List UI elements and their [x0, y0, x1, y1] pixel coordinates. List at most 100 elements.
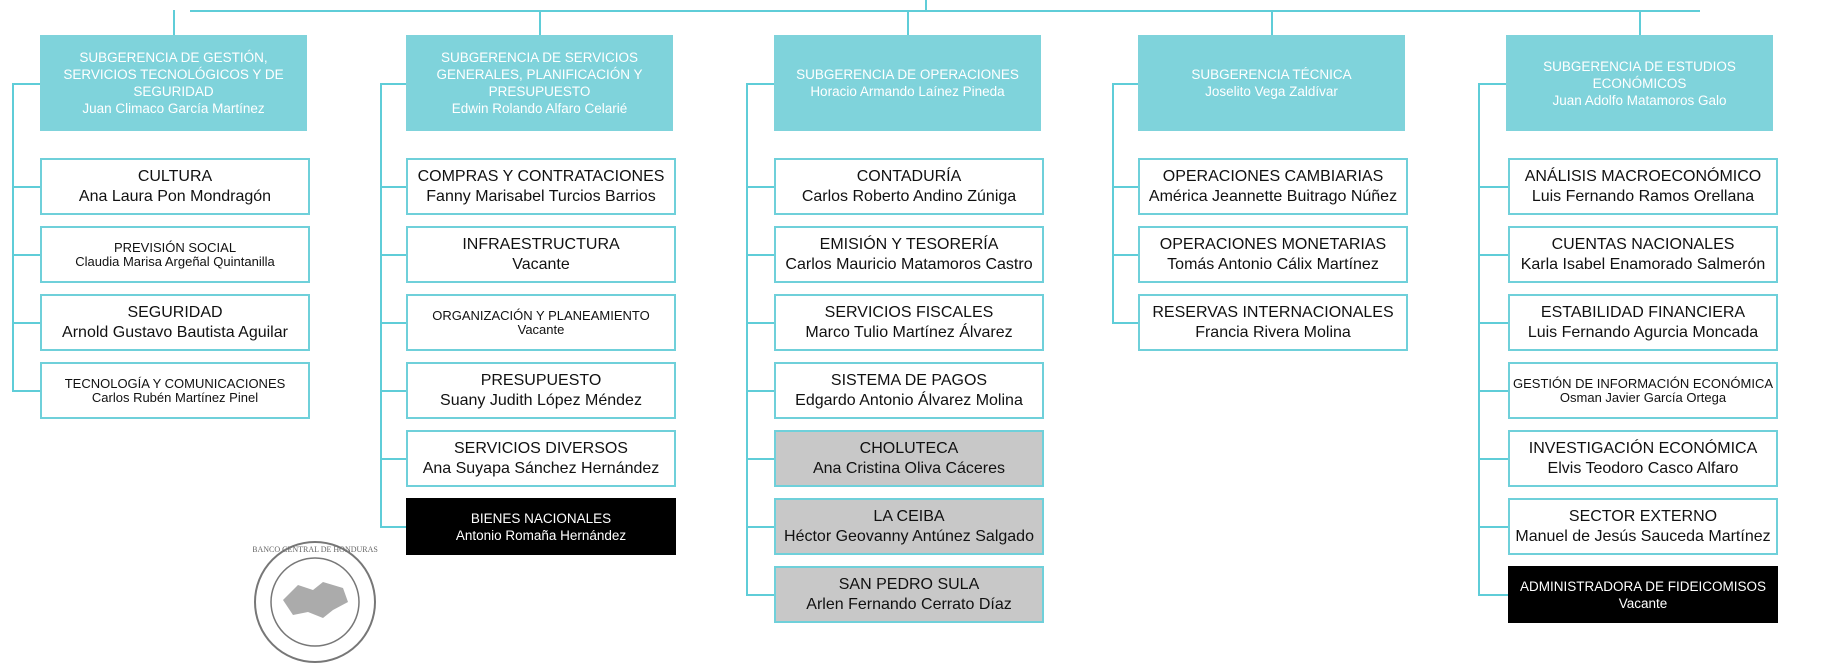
unit-title: SEGURIDAD: [127, 303, 223, 321]
unit-title: ADMINISTRADORA DE FIDEICOMISOS: [1519, 578, 1767, 594]
unit-title: ESTABILIDAD FINANCIERA: [1540, 303, 1746, 321]
unit-connector: [746, 321, 774, 324]
header-branch-connector: [1478, 83, 1506, 85]
unit-connector: [746, 253, 774, 256]
unit-connector: [746, 525, 774, 528]
unit-person: Francia Rivera Molina: [1195, 323, 1351, 341]
unit-connector: [1112, 253, 1138, 256]
unit-connector: [1478, 457, 1508, 460]
subgerencia-header[interactable]: SUBGERENCIA DE GESTIÓN, SERVICIOS TECNOL…: [40, 35, 307, 131]
unit-connector: [380, 457, 406, 460]
unit-box[interactable]: ANÁLISIS MACROECONÓMICO Luis Fernando Ram…: [1508, 158, 1778, 215]
subgerencia-head-name: Juan Adolfo Matamoros Galo: [1552, 92, 1727, 108]
unit-person: Ana Suyapa Sánchez Hernández: [422, 459, 660, 477]
unit-person: Arlen Fernando Cerrato Díaz: [806, 595, 1012, 613]
unit-title: INVESTIGACIÓN ECONÓMICA: [1528, 439, 1758, 457]
unit-person: Carlos Rubén Martínez Pinel: [91, 389, 259, 405]
unit-connector: [746, 457, 774, 460]
unit-box[interactable]: CUENTAS NACIONALES Karla Isabel Enamorado…: [1508, 226, 1778, 283]
subgerencia-head-name: Juan Climaco García Martínez: [82, 101, 265, 116]
unit-person: Marco Tulio Martínez Álvarez: [805, 323, 1013, 341]
unit-person: Karla Isabel Enamorado Salmerón: [1520, 255, 1766, 273]
subgerencia-title: SUBGERENCIA DE GESTIÓN, SERVICIOS TECNOL…: [63, 50, 284, 99]
unit-title: LA CEIBA: [873, 507, 945, 525]
unit-title: SERVICIOS DIVERSOS: [454, 439, 628, 457]
unit-person: Antonio Romaña Hernández: [455, 527, 627, 543]
unit-box[interactable]: OPERACIONES MONETARIAS Tomás Antonio Cáli…: [1138, 226, 1408, 283]
honduras-map-seal-icon: BANCO CENTRAL DE HONDURAS: [253, 541, 378, 663]
unit-title: ANÁLISIS MACROECONÓMICO: [1524, 167, 1762, 185]
unit-person: Vacante: [517, 321, 565, 337]
header-drop-connector: [906, 10, 909, 36]
unit-connector: [746, 593, 774, 596]
unit-person: Vacante: [1618, 595, 1668, 611]
unit-person: Elvis Teodoro Casco Alfaro: [1547, 459, 1739, 477]
unit-title: CUENTAS NACIONALES: [1551, 235, 1735, 253]
unit-title: TECNOLOGÍA Y COMUNICACIONES: [64, 375, 286, 391]
unit-connector: [12, 253, 40, 256]
subgerencia-title: SUBGERENCIA TÉCNICA: [1191, 67, 1352, 82]
subgerencia-header[interactable]: SUBGERENCIA TÉCNICA Joselito Vega Zaldíva…: [1138, 35, 1405, 131]
top-connector-stem: [925, 0, 927, 12]
unit-person: Suany Judith López Méndez: [440, 391, 642, 409]
unit-title: CONTADURÍA: [856, 167, 962, 185]
unit-connector: [1478, 321, 1508, 324]
unit-person: Fanny Marisabel Turcios Barrios: [426, 187, 656, 205]
unit-title: OPERACIONES MONETARIAS: [1159, 235, 1387, 253]
unit-title: SAN PEDRO SULA: [838, 575, 980, 593]
subgerencia-header[interactable]: SUBGERENCIA DE SERVICIOS GENERALES, PLAN…: [406, 35, 673, 131]
header-drop-connector: [1270, 10, 1273, 36]
unit-person: Vacante: [512, 255, 570, 273]
unit-person: Carlos Roberto Andino Zúniga: [801, 187, 1017, 205]
unit-connector: [1478, 593, 1508, 596]
unit-connector: [380, 389, 406, 392]
unit-connector: [1478, 525, 1508, 528]
unit-connector: [380, 321, 406, 324]
unit-person: Luis Fernando Ramos Orellana: [1531, 187, 1755, 205]
unit-box[interactable]: SAN PEDRO SULA Arlen Fernando Cerrato Día…: [774, 566, 1044, 623]
header-drop-connector: [172, 10, 175, 36]
unit-connector: [1112, 185, 1138, 188]
unit-box[interactable]: SERVICIOS DIVERSOS Ana Suyapa Sánchez Her…: [406, 430, 676, 487]
unit-person: Tomás Antonio Cálix Martínez: [1167, 255, 1379, 273]
header-branch-connector: [12, 83, 40, 85]
subgerencia-head-name: Joselito Vega Zaldívar: [1205, 84, 1338, 99]
unit-connector: [12, 321, 40, 324]
unit-connector: [1478, 253, 1508, 256]
header-branch-connector: [380, 83, 406, 85]
unit-title: CHOLUTECA: [859, 439, 959, 457]
unit-box[interactable]: CONTADURÍA Carlos Roberto Andino Zúniga: [774, 158, 1044, 215]
unit-title: CULTURA: [137, 167, 213, 185]
unit-connector: [380, 253, 406, 256]
unit-connector: [746, 185, 774, 188]
unit-title: OPERACIONES CAMBIARIAS: [1162, 167, 1384, 185]
subgerencia-title: SUBGERENCIA DE ESTUDIOS ECONÓMICOS: [1543, 58, 1736, 91]
header-branch-connector: [746, 83, 774, 85]
unit-title: SISTEMA DE PAGOS: [830, 371, 988, 389]
unit-box[interactable]: INVESTIGACIÓN ECONÓMICA Elvis Teodoro Cas…: [1508, 430, 1778, 487]
unit-title: EMISIÓN Y TESORERÍA: [819, 235, 999, 253]
unit-title: GESTIÓN DE INFORMACIÓN ECONÓMICA: [1512, 375, 1773, 391]
